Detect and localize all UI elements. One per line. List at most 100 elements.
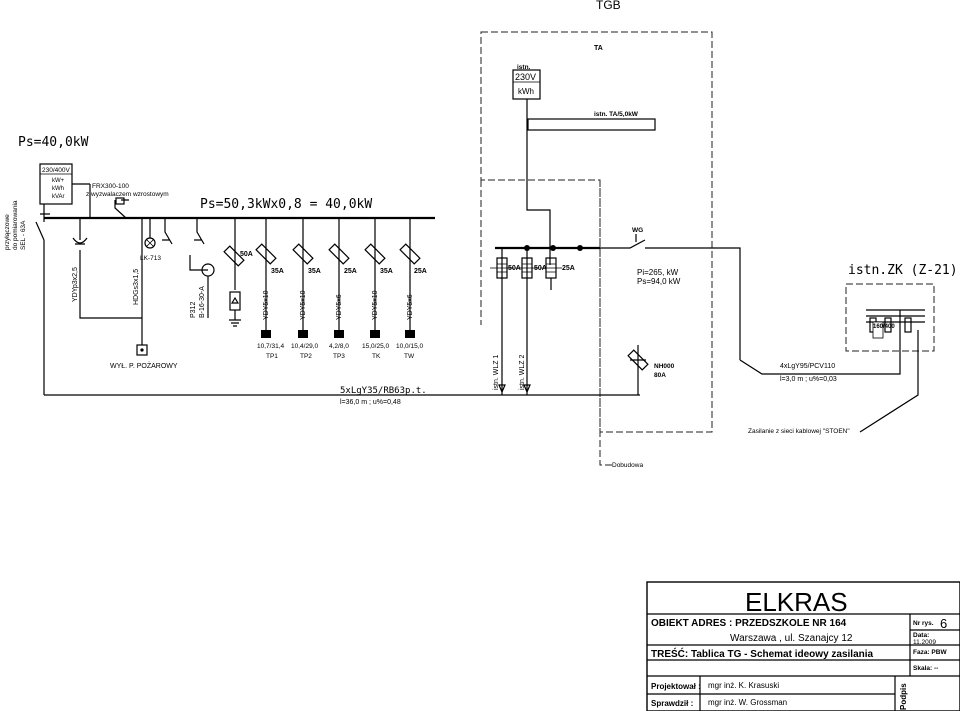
title-block: [646, 581, 960, 711]
circuit-tp3: 25A YDY5x6 4,2/8,0 TP3: [328, 218, 357, 360]
circuit-load: 10,0/15,0: [396, 343, 423, 350]
circuit-load: 4,2/8,0: [329, 343, 349, 350]
zk-label: istn.ZK (Z-21): [848, 263, 958, 278]
supply-cable-label: 4xLgY95/PCV110: [780, 363, 835, 370]
tgb-fuses: 50A 50A 25A: [490, 257, 575, 279]
tgb-boundary: [480, 31, 713, 433]
cable1-label: YDYp3x2,5: [72, 267, 79, 302]
circuit-cable: YDY5x10: [372, 290, 379, 320]
relay-label: LK-713: [140, 255, 161, 262]
feeder-cable: 5xLgY35/RB63p.t.: [340, 386, 427, 396]
wg-switch: [600, 234, 741, 360]
meter-line-3: kVAr: [52, 194, 65, 200]
lamp-cross: [146, 239, 154, 247]
dobudowa-label: Dobudowa: [612, 462, 643, 469]
meter-line-2: kWh: [52, 186, 64, 192]
svg-text:50A: 50A: [534, 265, 547, 272]
supply-feed: [859, 330, 919, 433]
przylacze-line-3: SEL - 63A: [20, 220, 27, 250]
przylacze-line-1: przyłączowe: [4, 214, 11, 250]
zk-boundary: [845, 283, 935, 352]
ta-bar: [527, 118, 656, 131]
circuit-name: TP1: [266, 353, 278, 360]
circuit-tp1: 35A YDY5x10 10,7/31,4 TP1: [255, 218, 284, 360]
p312-line-1: P312: [190, 302, 197, 318]
circuit-cable: YDY5x10: [300, 290, 307, 320]
circuit-name: TP2: [300, 353, 312, 360]
tgb-node-3: [577, 245, 583, 251]
socket-return: [79, 250, 142, 319]
circuit-tw: 25A YDY5x6 10,0/15,0 TW: [396, 218, 427, 360]
zk-caps-label: 160/400: [873, 324, 895, 330]
ps-value: Ps=94,0 kW: [637, 277, 681, 286]
supply-params: l=3,0 m ; u%=0,03: [780, 376, 837, 383]
svg-text:25A: 25A: [562, 265, 575, 272]
svg-text:50A: 50A: [508, 265, 521, 272]
checker-label: Sprawdził :: [651, 699, 693, 708]
company-name: ELKRAS: [745, 587, 848, 617]
pi-value: Pi=265, kW: [637, 268, 679, 277]
nh-fuse: [627, 349, 649, 371]
p312-line-2: B-16-30-A: [199, 286, 206, 318]
circuit-fuse: 35A: [308, 268, 321, 275]
drawing-number-label: Nr rys.: [913, 620, 934, 627]
earth-icon: [229, 296, 241, 327]
relay-switch-2: [194, 218, 205, 245]
ta-feed: [526, 99, 551, 265]
feeder-params: l=36,0 m ; u%=0,48: [340, 399, 401, 406]
object-label: OBIEKT ADRES : PRZEDSZKOLE NR 164: [651, 618, 847, 629]
date-label: Data:: [913, 632, 929, 639]
drawing-number: 6: [940, 616, 947, 631]
circuit-fuse: 25A: [414, 268, 427, 275]
circuit-load: 10,4/29,0: [291, 343, 318, 350]
tgb-node-2: [550, 245, 556, 251]
checker-name: mgr inż. W. Grossman: [708, 698, 787, 707]
circuit-load: 15,0/25,0: [362, 343, 389, 350]
przylacze-line-2: do pomiarowania: [12, 200, 19, 250]
circuit-cable: YDY5x6: [407, 294, 414, 320]
ta-bar-label: istn. TA/5,0kW: [594, 111, 639, 118]
circuit-cable: YDY5x6: [336, 294, 343, 320]
wlz1-label: istn. WLZ 1: [493, 354, 500, 390]
drawing-title: TGB: [596, 0, 621, 12]
ps-calc: Ps=50,3kWx0,8 = 40,0kW: [200, 197, 372, 212]
dobudowa-boundary: [599, 180, 612, 466]
circuit-fuse: 35A: [380, 268, 393, 275]
circuit-tp2: 35A YDY5x10 10,4/29,0 TP2: [291, 218, 321, 360]
circuit-fuse: 35A: [271, 268, 284, 275]
circuit-name: TP3: [333, 353, 345, 360]
content-label: TREŚĆ: Tablica TG - Schemat ideowy zasil…: [651, 647, 874, 660]
supply-cable: [739, 310, 901, 375]
nh-label-1: NH000: [654, 363, 675, 370]
fire-label: WYŁ. P. POŻAROWY: [110, 361, 178, 370]
wlz2-label: istn. WLZ 2: [519, 354, 526, 390]
designer-label: Projektował :: [651, 682, 701, 691]
meter-ratio: 230/400V: [42, 167, 70, 174]
scale-label: Skala: --: [913, 665, 938, 672]
circuit-cable: YDY5x10: [263, 290, 270, 320]
sign-label: Podpis: [899, 683, 908, 710]
lamp-icon: [144, 237, 156, 249]
incoming-switch: [35, 213, 50, 395]
designer-name: mgr inż. K. Krasuski: [708, 681, 779, 690]
socket-icon: [72, 237, 88, 245]
wg-label: WG: [632, 227, 643, 234]
main-switch-desc: z wyzwalaczem wzrostowym: [86, 191, 169, 198]
fuse-50a-label: 50A: [240, 251, 253, 258]
circuit-name: TK: [372, 353, 381, 360]
main-switch-link: [72, 183, 91, 218]
cable2-label: HDGs3x1,5: [133, 269, 140, 305]
phase-label: Faza: PBW: [913, 649, 947, 656]
nh-label-2: 80A: [654, 372, 666, 379]
fire-button-dot: [140, 348, 144, 352]
nh-fuse-line: [630, 345, 646, 395]
main-switch-name: FRX300-100: [92, 183, 129, 190]
arrester: [229, 291, 241, 311]
fire-button: [136, 344, 148, 356]
relay-link: [189, 255, 208, 271]
circuit-load: 10,7/31,4: [257, 343, 284, 350]
ta-meter-unit: kWh: [518, 87, 534, 96]
object-address: Warszawa , ul. Szanajcy 12: [730, 633, 853, 644]
fuse-50a: [223, 245, 245, 267]
ta-meter-voltage: 230V: [515, 72, 536, 82]
